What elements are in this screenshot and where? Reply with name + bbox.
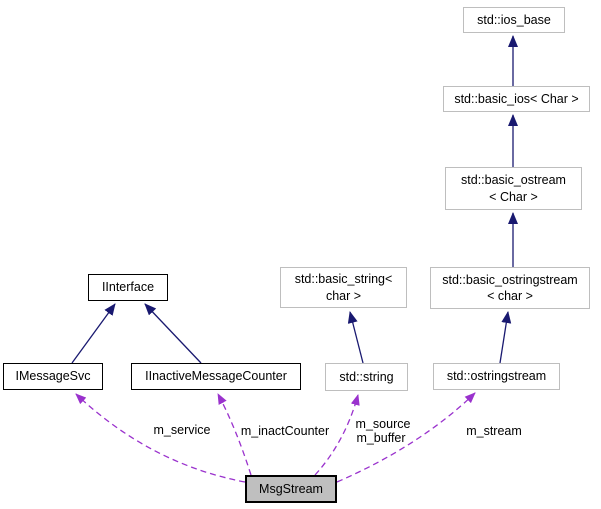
edge-string-to-basic-string	[347, 311, 364, 364]
node-label: char >	[325, 288, 362, 303]
node-label: < char >	[487, 289, 533, 303]
node-label: std::basic_ios< Char >	[454, 91, 579, 106]
node-label: IInterface	[101, 280, 155, 295]
node-label: std::basic_ostream	[461, 173, 566, 188]
node-label: MsgStream	[259, 481, 323, 496]
edge-ostringstream-to-basic-ostringstream	[499, 311, 512, 364]
edge-msgstream-to-imessagesvc	[75, 393, 246, 483]
node-std-basic-string: std::basic_string< char >	[280, 267, 407, 308]
edge-label-m-inactcounter: m_inactCounter	[240, 424, 330, 438]
edge-label-m-stream: m_stream	[466, 424, 522, 438]
node-iinterface[interactable]: IInterface	[88, 274, 168, 301]
node-std-ostringstream: std::ostringstream	[433, 363, 560, 390]
node-label: std::ostringstream	[446, 369, 547, 384]
node-label: std::string	[339, 369, 394, 384]
edge-label-m-service: m_service	[153, 423, 211, 437]
edge-label-m-buffer: m_buffer	[356, 431, 406, 445]
node-std-string: std::string	[325, 363, 408, 391]
node-iinactivemessagecounter[interactable]: IInactiveMessageCounter	[131, 363, 301, 390]
node-imessagesvc[interactable]: IMessageSvc	[3, 363, 103, 390]
node-label: std::basic_string<	[294, 272, 393, 287]
node-std-basic-ios: std::basic_ios< Char >	[443, 86, 590, 112]
edge-iinactivemessagecounter-to-iinterface	[144, 303, 202, 364]
edge-label-m-source: m_source	[355, 417, 411, 431]
node-label: std::basic_ostringstream	[442, 272, 578, 287]
edge-imessagesvc-to-iinterface	[71, 303, 116, 364]
node-std-ios-base: std::ios_base	[463, 7, 565, 33]
node-label: < Char >	[489, 189, 538, 204]
node-std-basic-ostream: std::basic_ostream < Char >	[445, 167, 582, 210]
node-std-basic-ostringstream: std::basic_ostringstream < char >	[430, 267, 590, 309]
node-label: IMessageSvc	[15, 369, 91, 384]
node-label: IInactiveMessageCounter	[145, 369, 287, 384]
edge-msgstream-to-ostringstream	[336, 392, 476, 483]
node-label: std::ios_base	[477, 12, 551, 27]
node-msgstream: MsgStream	[245, 475, 337, 503]
edge-msgstream-to-string	[314, 394, 360, 476]
